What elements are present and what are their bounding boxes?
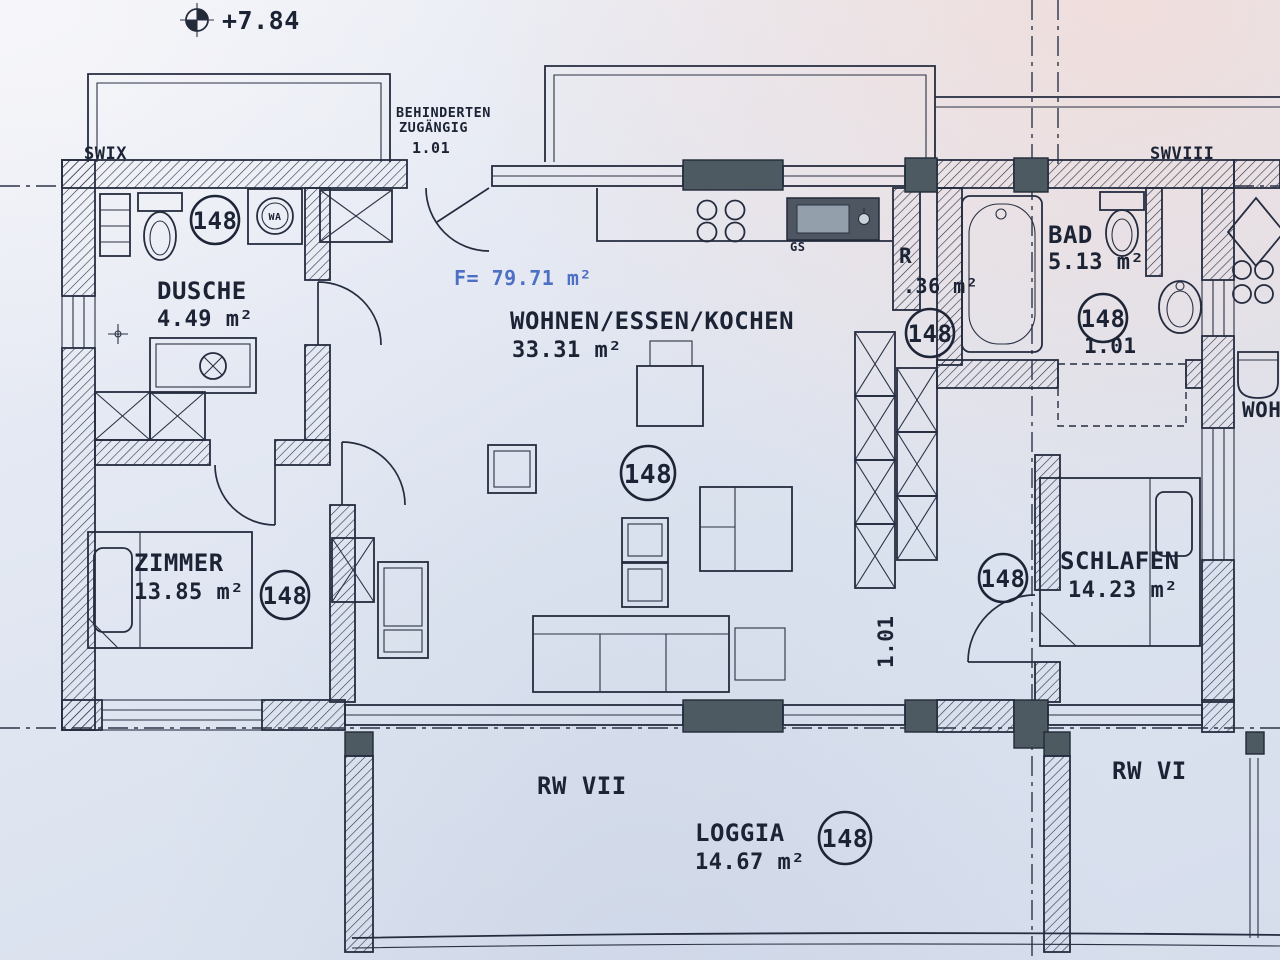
coffee-tables [621, 517, 669, 608]
lounge-chair [699, 486, 793, 572]
zimmer-wardrobe [331, 537, 375, 603]
entrance-door [425, 187, 490, 252]
void-dashed-area [1057, 363, 1187, 427]
window-left-wall [61, 295, 96, 349]
room-area-zimmer: 13.85 m² [134, 580, 244, 605]
svg-text:148: 148 [908, 320, 953, 348]
neighbor-basin [1237, 351, 1279, 399]
svg-text:148: 148 [1081, 305, 1126, 333]
svg-text:148: 148 [263, 582, 308, 610]
room-label-schlafen: SCHLAFEN [1060, 547, 1180, 575]
kitchen-fixtures: GS [596, 188, 893, 254]
zimmer-furniture [87, 531, 429, 659]
schlafen-bed [1039, 477, 1201, 647]
washing-machine: WA [247, 188, 303, 245]
wardrobe-column-2 [896, 367, 938, 561]
unit-badge-zimmer: 148 [259, 569, 311, 621]
room-area-schlafen: 14.23 m² [1068, 578, 1178, 603]
neighbor-shower-diamond [1226, 196, 1280, 268]
room-label-dusche: DUSCHE [157, 277, 247, 305]
cooktop [696, 199, 746, 243]
window-right-wall-schlafen [1201, 427, 1235, 561]
elevation-marker: +7.84 [180, 3, 300, 37]
shaft-boxes [94, 391, 206, 441]
dusche-door [317, 281, 382, 346]
zimmer-door [214, 464, 276, 526]
exterior-walls [61, 159, 1280, 733]
svg-text:148: 148 [624, 460, 672, 490]
neighbor-cooktop-circles [1232, 260, 1274, 304]
living-furniture [487, 331, 938, 693]
unit-badge-ar: 148 [904, 307, 956, 359]
elevation-value: +7.84 [222, 6, 300, 35]
zimmer-bed [87, 531, 253, 649]
room-label-ar: R [899, 244, 912, 268]
unit-badge-wohnen: 148 [619, 444, 677, 502]
marker-quadrant [197, 9, 208, 20]
corridor-dimension: 1.01 [874, 615, 898, 668]
entry-wardrobe [319, 189, 393, 243]
room-dim-bad: 1.01 [1084, 334, 1137, 358]
dining-table [636, 340, 704, 427]
entrance-note-1: BEHINDERTEN [396, 105, 491, 121]
axis-label-rw-vii: RW VII [537, 772, 627, 800]
hall-living-door [341, 441, 406, 506]
room-area-wohnen: 33.31 m² [512, 338, 622, 363]
entrance-note-3: 1.01 [412, 139, 450, 157]
total-area-note: F= 79.71 m² [454, 266, 592, 290]
radiator [99, 193, 131, 257]
washer-label: WA [268, 212, 281, 223]
bathtub [961, 195, 1043, 353]
axis-label-swviii: SWVIII [1150, 144, 1214, 164]
glazing-top-living [491, 165, 906, 187]
interior-walls [94, 187, 1203, 703]
unit-badge-schlafen: 148 [977, 552, 1029, 604]
kitchen-counter [596, 188, 893, 242]
unit-badge-loggia: 148 [817, 810, 873, 866]
schlafen-door [967, 594, 1036, 663]
marker-quadrant [186, 20, 197, 31]
room-label-loggia: LOGGIA [695, 819, 785, 847]
dusche-fixtures: WA [94, 188, 393, 441]
zimmer-chair [377, 561, 429, 659]
wardrobe-column-1 [854, 331, 896, 589]
axis-label-rw-vi: RW VI [1112, 757, 1187, 785]
upper-balcony-outlines [87, 65, 1280, 162]
room-area-ar: .36 m² [903, 274, 978, 298]
shower-tray [149, 337, 257, 394]
unit-badge-bad: 148 [1077, 292, 1129, 344]
bad-fixtures [961, 191, 1202, 647]
window-symbols [61, 165, 1235, 731]
entrance-note-2: ZUGÄNGIG [399, 119, 468, 136]
room-label-bad: BAD [1048, 221, 1093, 249]
loggia-structure [344, 755, 1280, 953]
svg-text:148: 148 [981, 565, 1026, 593]
armchair [487, 444, 537, 494]
window-bottom-zimmer [101, 699, 263, 731]
floor-drain-icon [108, 324, 128, 344]
neighbor-fixtures [1226, 196, 1280, 399]
neighbor-room-label: WOH [1242, 398, 1280, 422]
bad-sink [1158, 280, 1202, 334]
door-swings [214, 187, 1036, 663]
room-label-zimmer: ZIMMER [134, 549, 224, 577]
room-area-dusche: 4.49 m² [157, 307, 253, 332]
svg-text:148: 148 [193, 207, 238, 235]
room-area-loggia: 14.67 m² [695, 850, 805, 875]
kitchen-sink [786, 197, 880, 241]
bad-toilet [1099, 191, 1145, 257]
axis-label-swix: SWIX [84, 144, 127, 164]
dishwasher-label: GS [790, 240, 805, 254]
sofa [532, 615, 786, 693]
glazing-bottom-living [344, 704, 1203, 726]
svg-text:148: 148 [822, 824, 869, 853]
room-label-wohnen: WOHNEN/ESSEN/KOCHEN [510, 307, 794, 335]
labels: SWIX SWVIII BEHINDERTEN ZUGÄNGIG 1.01 DU… [84, 105, 1280, 875]
window-right-wall-bad [1201, 279, 1235, 337]
solid-wall-blocks [344, 157, 1265, 757]
toilet [137, 192, 183, 261]
unit-badge-dusche: 148 [189, 194, 241, 246]
room-area-bad: 5.13 m² [1048, 250, 1144, 275]
